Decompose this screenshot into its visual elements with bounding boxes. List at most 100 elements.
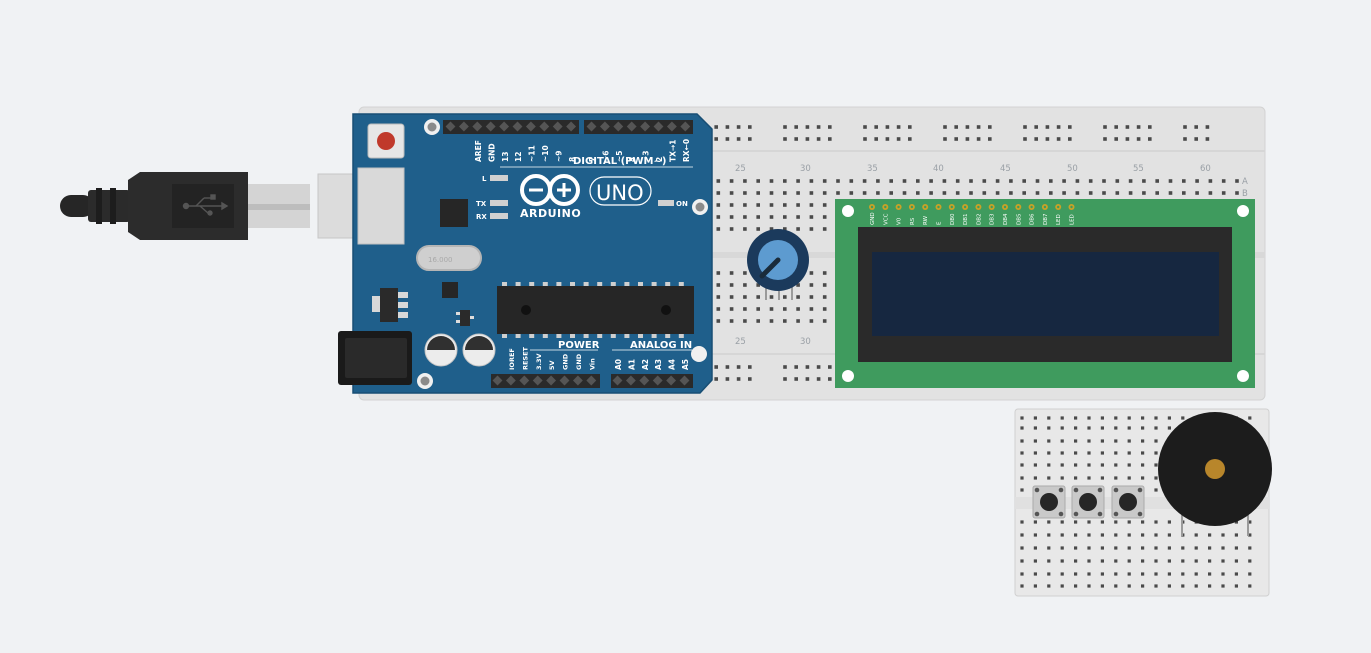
analog-pin-label: A5 [681, 359, 690, 370]
digital-pin-label: 12 [514, 152, 523, 162]
digital-pin-label: 13 [501, 152, 510, 162]
lcd-pin-label: RW [923, 215, 929, 225]
svg-text:25: 25 [735, 337, 746, 347]
dc-power-jack [338, 331, 412, 385]
digital-pin-label: RX←0 [682, 139, 691, 162]
digital-pin-label: ~3 [642, 150, 651, 162]
svg-text:A: A [1242, 177, 1248, 187]
svg-text:L: L [482, 175, 487, 183]
transistor [456, 310, 474, 326]
digital-pin-label: ~5 [615, 150, 624, 162]
status-leds: L TX RX ON [476, 175, 688, 221]
small-chip [442, 282, 458, 298]
digital-pin-label: AREF [474, 140, 483, 162]
lcd-screen [872, 252, 1219, 336]
analog-pin-label: A4 [668, 359, 677, 370]
digital-pin-label: ~10 [541, 145, 550, 162]
arduino-brand: ARDUINO [520, 207, 581, 220]
svg-text:B: B [1242, 189, 1248, 199]
usb-symbol-icon [182, 194, 229, 216]
digital-pin-label: 4 [628, 157, 637, 162]
digital-pin-label: 7 [588, 157, 597, 162]
power-label: POWER [558, 340, 600, 351]
reset-button[interactable] [367, 123, 405, 159]
breadboard-column-labels: 25 30 35 40 45 50 55 60 25 30 A B [735, 164, 1248, 347]
pushbutton-2[interactable] [1071, 485, 1105, 519]
svg-text:16.000: 16.000 [428, 256, 453, 264]
header-slots [586, 121, 691, 132]
svg-text:50: 50 [1067, 164, 1078, 174]
digital-header-left[interactable] [443, 120, 579, 134]
digital-pin-label: ~9 [554, 150, 563, 162]
lcd-pin-label: LED [1056, 214, 1062, 225]
svg-text:40: 40 [933, 164, 944, 174]
digital-pin-label: 2 [655, 157, 664, 162]
usb-chip [440, 199, 468, 227]
digital-pin-labels: AREF GND 13 12 ~11 ~10 ~9 8 7 ~6 ~5 4 ~3 2 TX→1 RX←0 [474, 139, 691, 162]
piezo-buzzer[interactable] [1158, 412, 1272, 536]
svg-text:ON: ON [676, 200, 688, 208]
usb-b-port [357, 167, 405, 245]
svg-text:55: 55 [1133, 164, 1144, 174]
analog-pin-label: A1 [627, 359, 636, 370]
svg-text:30: 30 [800, 164, 811, 174]
lcd-pin-label: DB4 [1003, 213, 1009, 225]
pushbutton-3[interactable] [1111, 485, 1145, 519]
svg-text:30: 30 [800, 337, 811, 347]
svg-text:45: 45 [1000, 164, 1011, 174]
potentiometer-knob-indicator [759, 257, 781, 279]
lcd-pin-label: DB5 [1016, 213, 1022, 225]
power-pin-label: GND [575, 353, 583, 370]
svg-text:RX: RX [476, 213, 487, 221]
lcd-pin-label: DB3 [990, 213, 996, 225]
capacitors [424, 333, 496, 367]
uno-model: UNO [596, 181, 644, 205]
lcd-pin-label: DB1 [963, 213, 969, 225]
analog-header[interactable] [611, 374, 693, 388]
power-pin-label: Vin [588, 358, 596, 370]
power-pin-label: RESET [521, 346, 529, 370]
svg-text:60: 60 [1200, 164, 1211, 174]
power-pin-labels: IOREF RESET 3.3V 5V GND GND Vin [508, 346, 596, 370]
digital-pin-label: 8 [568, 157, 577, 162]
pushbutton-1[interactable] [1032, 485, 1066, 519]
lcd-pin-label: LED [1070, 214, 1076, 225]
infinity-logo-icon [520, 174, 580, 206]
header-slots [445, 121, 577, 132]
svg-text:TX: TX [476, 200, 487, 208]
lcd-pin-label: GND [870, 212, 876, 225]
digital-pin-label: ~11 [528, 145, 537, 162]
analog-pin-label: A3 [654, 359, 663, 370]
power-header[interactable] [491, 374, 600, 388]
power-pin-label: IOREF [508, 348, 516, 370]
lcd-pin-label: E [937, 221, 943, 225]
crystal-oscillator: 16.000 [416, 245, 482, 271]
lcd-pin-label: V0 [897, 217, 903, 225]
svg-text:35: 35 [867, 164, 878, 174]
lcd-pin-label: DB2 [976, 213, 982, 225]
voltage-regulator [372, 288, 408, 322]
lcd-pin-label: DB0 [950, 213, 956, 225]
power-pin-label: 5V [548, 360, 556, 370]
analog-pin-labels: A0 A1 A2 A3 A4 A5 [614, 359, 690, 370]
digital-header-right[interactable] [584, 120, 693, 134]
atmega-microcontroller [497, 282, 694, 338]
digital-pin-label: GND [487, 143, 496, 162]
lcd-pin-label: DB7 [1043, 213, 1049, 225]
digital-pin-label: ~6 [601, 150, 610, 162]
svg-text:25: 25 [735, 164, 746, 174]
lcd-pin-label: RS [910, 217, 916, 225]
power-pin-label: 3.3V [535, 353, 543, 370]
lcd-pin-label: DB6 [1030, 213, 1036, 225]
analog-pin-label: A2 [641, 359, 650, 370]
mounting-holes [417, 119, 708, 389]
arduino-logo: ARDUINO UNO [520, 174, 652, 220]
potentiometer[interactable] [747, 229, 809, 300]
analog-pin-label: A0 [614, 359, 623, 370]
power-pin-label: GND [562, 353, 570, 370]
digital-pin-label: TX→1 [668, 140, 677, 162]
